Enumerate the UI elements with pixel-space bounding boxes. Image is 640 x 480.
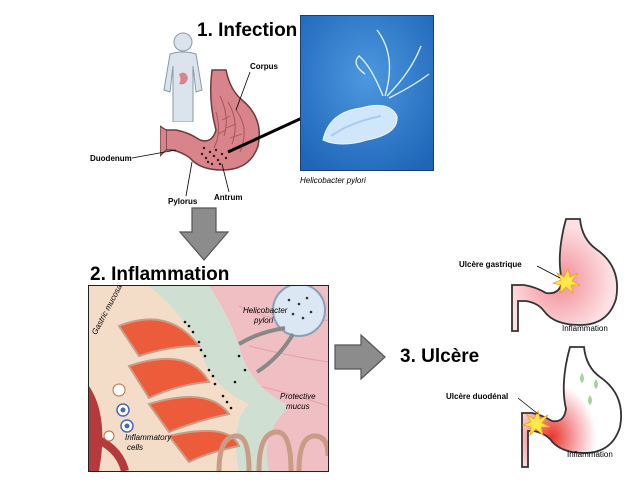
human-figure-illustration	[163, 32, 203, 122]
corpus-label: Corpus	[250, 62, 278, 71]
helicobacter-label-line2: pylori	[254, 316, 274, 325]
arrow-down-icon	[178, 207, 230, 261]
inflammation-panel	[87, 283, 331, 473]
arrow-right-icon	[334, 333, 386, 381]
inflammatory-cells-label-line2: cells	[127, 443, 144, 452]
protective-mucus-label-line1: Protective	[280, 392, 316, 401]
gastric-ulcer-label: Ulcère gastrique	[459, 260, 522, 269]
stomach-anatomy-illustration	[160, 69, 260, 171]
duodenal-inflammation-label: Inflammation	[567, 450, 613, 459]
helicobacter-label-line1: Helicobacter	[243, 306, 288, 315]
gastric-ulcer-stomach	[511, 218, 618, 332]
duodenal-ulcer-label: Ulcère duodénal	[446, 392, 509, 401]
inflammatory-cells-label-line1: Inflammatory	[125, 433, 172, 442]
h-pylori-micrograph	[300, 15, 434, 171]
antrum-label: Antrum	[214, 193, 243, 202]
protective-mucus-label-line2: mucus	[286, 402, 310, 411]
pylorus-label: Pylorus	[168, 197, 198, 206]
step1-title: 1. Infection	[197, 20, 298, 41]
step2-title: 2. Inflammation	[90, 264, 230, 285]
step3-title: 3. Ulcère	[400, 346, 480, 367]
duodenum-label: Duodenum	[90, 154, 132, 163]
duodenal-ulcer-stomach	[521, 346, 622, 468]
gastric-inflammation-label: Inflammation	[562, 324, 608, 333]
micrograph-caption: Helicobacter pylori	[300, 176, 366, 185]
